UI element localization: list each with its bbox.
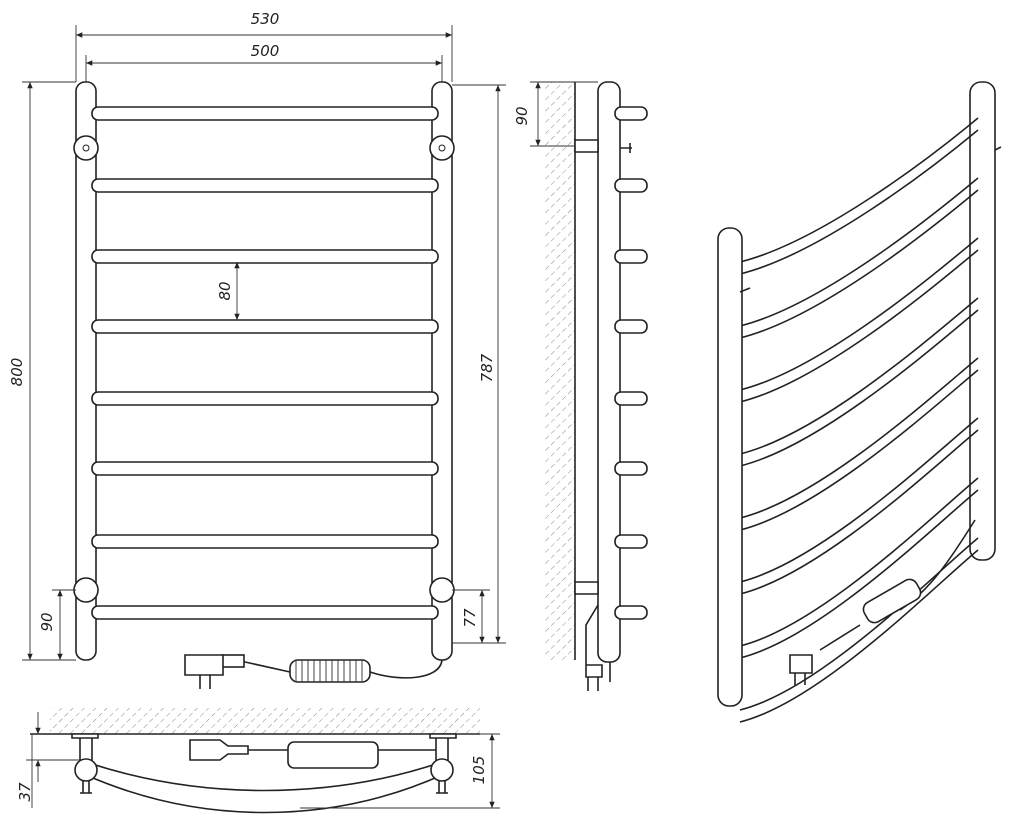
plug-icon (184, 654, 224, 676)
perspective-bar (739, 237, 979, 391)
dim-top-mount-offset: 90 (513, 106, 531, 125)
left-rail (75, 81, 97, 661)
front-bar (91, 534, 439, 549)
perspective-bar (739, 249, 979, 403)
dim-overall-width: 530 (251, 10, 280, 28)
dim-bar-pitch: 80 (216, 281, 234, 300)
side-rail (597, 81, 621, 663)
perspective-view (717, 81, 1002, 723)
dim-total-depth: 105 (470, 756, 488, 785)
perspective-bar (739, 417, 979, 583)
dimension-lines (22, 25, 506, 661)
right-rail (431, 81, 453, 661)
perspective-bar (739, 429, 979, 595)
front-bar (91, 319, 439, 334)
perspective-left-rail (717, 227, 743, 707)
dim-bottom-offset-right: 77 (461, 608, 479, 628)
wall-hatch (545, 82, 575, 660)
perspective-right-rail (969, 81, 996, 561)
perspective-bar (739, 117, 979, 263)
side-bar-stub (614, 391, 648, 406)
dim-connection-height: 787 (478, 353, 496, 382)
plan-view: 37 105 (16, 708, 500, 814)
side-bar-stub (614, 461, 648, 476)
front-bar (91, 178, 439, 193)
plan-plug-icon (189, 739, 249, 761)
side-bar-stub (614, 249, 648, 264)
perspective-bar (739, 177, 979, 327)
perspective-bar (739, 189, 979, 339)
dim-mount-depth: 37 (16, 782, 34, 802)
perspective-bar (739, 129, 979, 275)
front-bar (91, 461, 439, 476)
perspective-bar (739, 309, 979, 467)
side-bar-stub (614, 534, 648, 549)
dim-overall-height: 800 (8, 358, 26, 387)
side-bar-stub (614, 106, 648, 121)
front-bar (91, 605, 439, 620)
front-bar (91, 106, 439, 121)
perspective-bar (739, 477, 979, 647)
perspective-bar (739, 297, 979, 455)
perspective-bar (739, 489, 979, 659)
front-view: 530 500 800 80 787 90 77 (8, 10, 506, 689)
side-bar-stub (614, 178, 648, 193)
heating-element-cable (184, 654, 443, 689)
dim-bottom-offset-left: 90 (38, 612, 56, 631)
perspective-bar (739, 357, 979, 519)
side-bar-stub (614, 605, 648, 620)
perspective-bar (739, 537, 979, 711)
front-bars (91, 106, 439, 620)
side-bar-stub (614, 319, 648, 334)
dim-rail-spacing: 500 (251, 42, 280, 60)
side-view: 90 (513, 81, 648, 691)
wall-mount-icons (73, 135, 455, 603)
front-bar (91, 391, 439, 406)
front-bar (91, 249, 439, 264)
perspective-bar (739, 369, 979, 531)
perspective-bar (739, 549, 979, 723)
plan-wall-hatch (50, 708, 480, 734)
